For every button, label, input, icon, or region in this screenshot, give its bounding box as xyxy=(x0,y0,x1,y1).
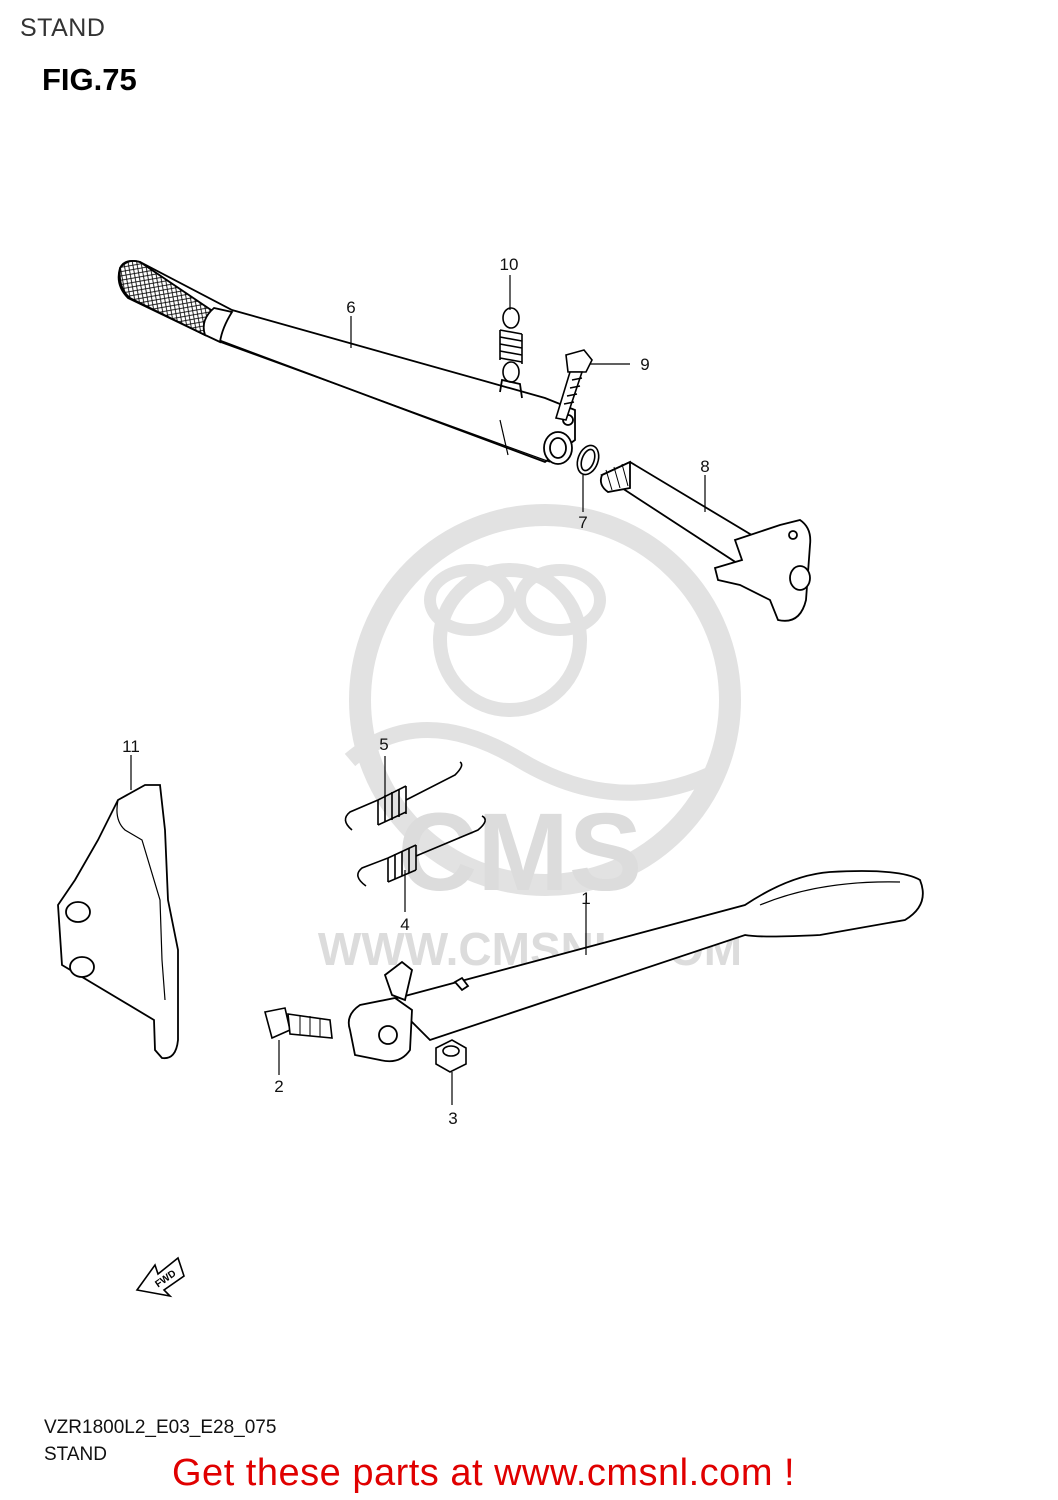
part-8-shaft-bracket xyxy=(599,460,812,622)
callout-7: 7 xyxy=(578,513,587,532)
callout-6: 6 xyxy=(346,298,355,317)
part-3-nut xyxy=(435,1039,467,1073)
callout-11: 11 xyxy=(122,737,140,756)
callout-10: 10 xyxy=(500,255,519,274)
figure-title: FIG.75 xyxy=(42,62,137,97)
part-1-side-stand xyxy=(347,870,924,1063)
fwd-arrow-icon: FWD xyxy=(135,1256,185,1298)
part-9-bolt xyxy=(554,349,593,421)
callout-3: 3 xyxy=(448,1109,457,1128)
section-title: STAND xyxy=(20,14,106,42)
part-2-bolt xyxy=(264,1007,333,1040)
part-11-bracket-plate xyxy=(57,784,179,1060)
diagram-name: STAND xyxy=(44,1444,107,1465)
part-10-spring xyxy=(499,307,523,383)
leader-lines xyxy=(130,275,706,1105)
part-4-spring xyxy=(357,815,486,887)
callout-4: 4 xyxy=(400,915,409,934)
part-5-spring xyxy=(344,761,463,831)
part-7-o-ring xyxy=(576,444,600,476)
callout-5: 5 xyxy=(379,735,388,754)
part-6-side-stand-bar xyxy=(117,259,576,465)
watermark-mascot-collar xyxy=(344,722,724,801)
diagram-code: VZR1800L2_E03_E28_075 xyxy=(44,1417,277,1438)
callout-2: 2 xyxy=(274,1077,283,1096)
watermark-mascot-goggle xyxy=(424,564,516,636)
callout-1: 1 xyxy=(581,889,590,908)
callout-8: 8 xyxy=(700,457,709,476)
watermark-brand: CMS xyxy=(398,791,642,914)
watermark-mascot-head xyxy=(433,563,587,717)
watermark-mascot-goggle xyxy=(514,564,606,636)
call-to-action-link[interactable]: Get these parts at www.cmsnl.com ! xyxy=(172,1452,796,1494)
watermark-badge-ring xyxy=(349,504,741,896)
callout-9: 9 xyxy=(640,355,649,374)
